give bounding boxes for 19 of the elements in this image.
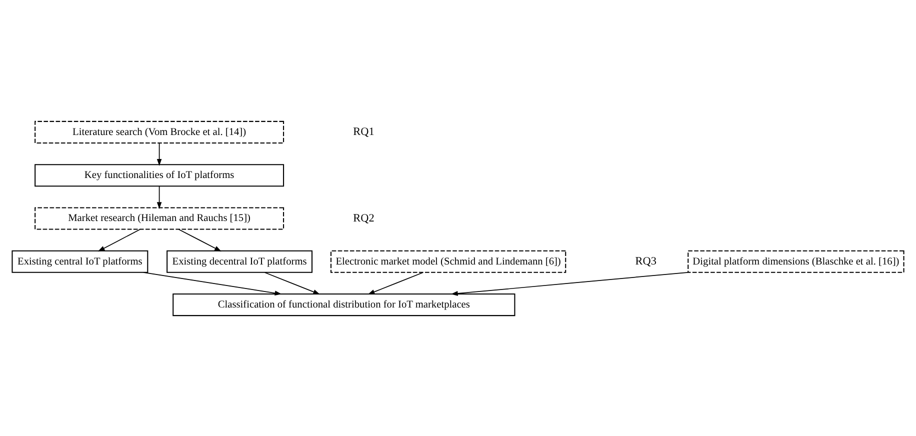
arrow (368, 272, 424, 294)
label: RQ1 (353, 126, 374, 138)
node-box: Existing decentral IoT platforms (166, 250, 313, 272)
arrow (98, 228, 141, 251)
arrow (450, 271, 688, 296)
arrow (156, 142, 162, 166)
node-box: Electronic market model (Schmid and Lindemann [6]) (330, 250, 566, 272)
node-box: Classification of functional distribution for IoT marketplaces (172, 292, 516, 316)
node-box: Literature search (Vom Brocke et al. [14]) (34, 120, 284, 144)
arrow (156, 185, 162, 209)
arrow (264, 272, 320, 294)
arrow (178, 228, 222, 251)
arrow (143, 272, 282, 295)
node-box: Existing central IoT platforms (12, 250, 148, 272)
label: RQ2 (353, 212, 374, 224)
label: RQ3 (635, 255, 656, 268)
node-box: Key functionalities of IoT platforms (34, 164, 284, 186)
node-box: Market research (Hileman and Rauchs [15]) (34, 206, 284, 230)
node-box: Digital platform dimensions (Blaschke et al. [16]) (688, 250, 904, 272)
